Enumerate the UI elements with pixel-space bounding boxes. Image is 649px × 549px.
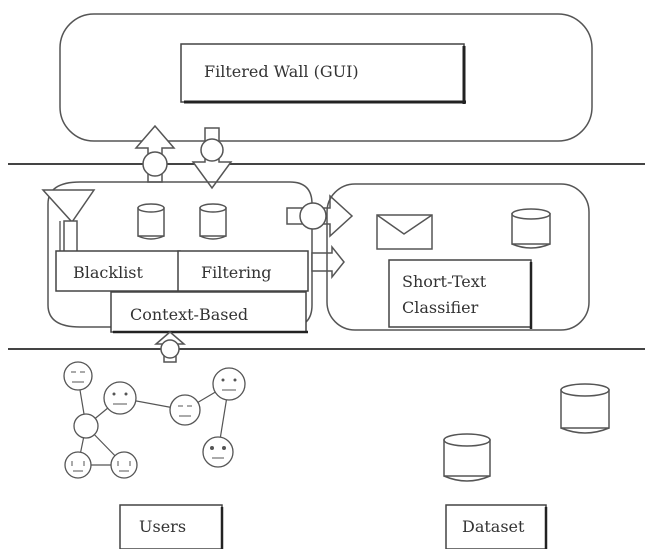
filtered-wall-box — [180, 43, 465, 103]
users-label: Users — [139, 517, 186, 536]
funnel-icon — [41, 189, 96, 255]
filtering-box — [177, 250, 309, 292]
classifier-box — [388, 259, 532, 328]
filtering-label: Filtering — [201, 263, 272, 282]
user-icon — [73, 413, 99, 439]
up-arrow-small-icon — [153, 331, 187, 363]
connector-arrow-icon — [311, 244, 345, 280]
blacklist-label: Blacklist — [73, 263, 144, 282]
filtered-wall-label: Filtered Wall (GUI) — [204, 62, 359, 81]
user-network — [63, 361, 246, 479]
database-icon — [137, 203, 165, 240]
classifier-panel — [326, 183, 590, 331]
database-icon — [511, 208, 551, 249]
user-icon — [64, 451, 92, 479]
classifier-label-line2: Classifier — [402, 298, 479, 317]
context-based-label: Context-Based — [130, 305, 248, 324]
database-icon — [199, 203, 227, 240]
user-icon — [110, 451, 138, 479]
right-arrow-icon — [286, 194, 354, 238]
database-icon — [443, 433, 491, 482]
dataset-box — [445, 504, 547, 549]
user-icon — [169, 394, 201, 426]
dataset-label: Dataset — [462, 517, 525, 536]
user-icon — [103, 381, 137, 415]
database-icon — [560, 383, 610, 434]
user-icon — [212, 367, 246, 401]
classifier-label-line1: Short-Text — [402, 272, 487, 291]
envelope-icon — [376, 214, 433, 250]
user-icon — [63, 361, 93, 391]
user-icon — [202, 436, 234, 468]
blacklist-box — [55, 250, 181, 292]
down-arrow-icon — [191, 127, 233, 190]
